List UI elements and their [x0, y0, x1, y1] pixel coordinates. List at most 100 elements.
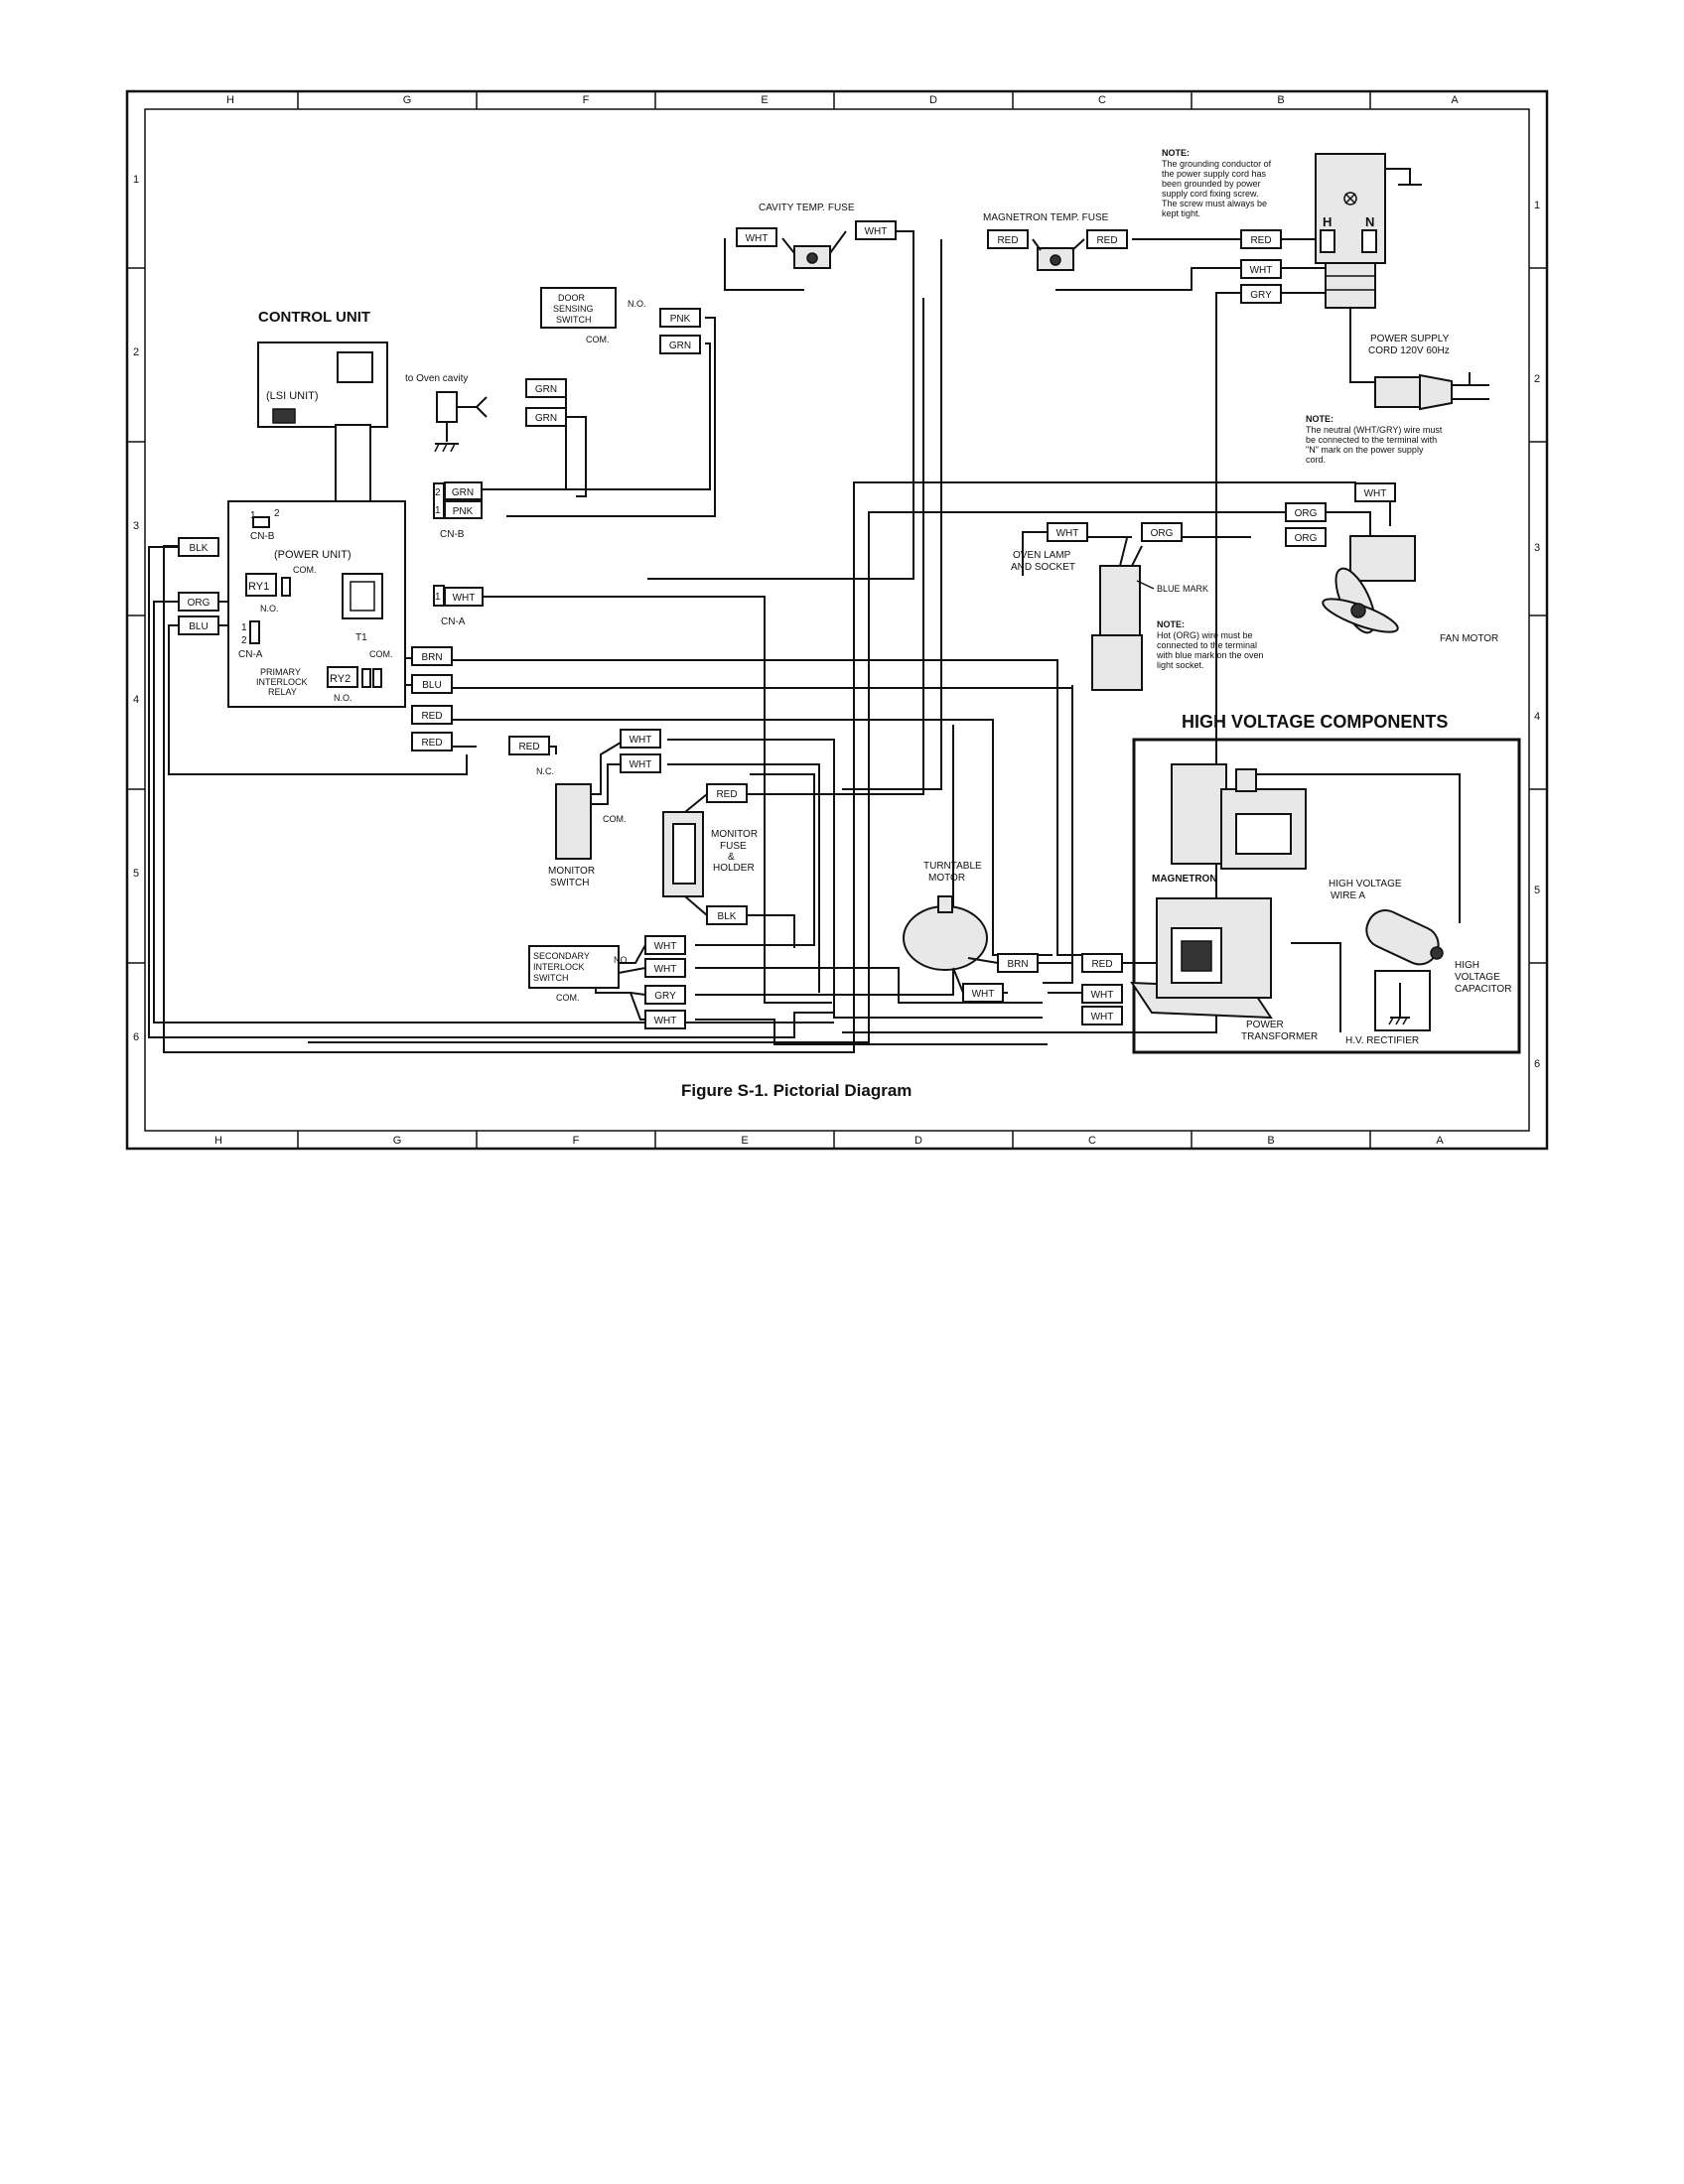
svg-text:BLK: BLK — [190, 543, 209, 554]
row-number: 6 — [133, 1031, 139, 1043]
svg-text:ORG: ORG — [1295, 508, 1318, 519]
monitor-switch-com-label: COM. — [603, 814, 627, 824]
wire-tag-org: ORG — [1141, 522, 1183, 542]
diagram-inner-frame — [144, 108, 1530, 1132]
t1-label: T1 — [355, 632, 367, 643]
power-cord-plug: POWER SUPPLY CORD 120V 60Hz — [1368, 334, 1489, 411]
wire-tag-red: RED — [706, 783, 748, 803]
wire-tag-grn: GRN — [444, 481, 483, 500]
oven-lamp-socket: OVEN LAMP AND SOCKET BLUE MARK — [1011, 537, 1208, 691]
monitor-fuse-label-4: HOLDER — [713, 863, 755, 874]
wire-tag-pnk: PNK — [444, 500, 483, 519]
svg-text:RED: RED — [997, 235, 1018, 246]
svg-text:RED: RED — [1250, 235, 1271, 246]
svg-text:RED: RED — [1096, 235, 1117, 246]
svg-text:RED: RED — [1091, 959, 1112, 970]
note-ground-line: kept tight. — [1162, 208, 1200, 218]
svg-text:WHT: WHT — [654, 1016, 677, 1026]
row-number: 1 — [1534, 200, 1540, 211]
wire-tag-org: ORG — [178, 592, 219, 612]
svg-text:RED: RED — [716, 789, 737, 800]
secondary-switch-label-1: SECONDARY — [533, 951, 590, 961]
cn-b-pin2: 2 — [274, 508, 280, 519]
ry1-com-label: COM. — [293, 565, 317, 575]
monitor-fuse-label-1: MONITOR — [711, 829, 758, 840]
monitor-fuse-holder: MONITOR FUSE & HOLDER — [662, 793, 758, 916]
hv-capacitor-label-2: VOLTAGE — [1455, 972, 1500, 983]
wire-tag-org: ORG — [1285, 527, 1327, 547]
primary-relay-label-1: PRIMARY — [260, 667, 301, 677]
row-number: 2 — [1534, 373, 1540, 385]
col-letter: G — [403, 94, 412, 106]
row-number: 3 — [133, 520, 139, 532]
row-number: 4 — [133, 694, 139, 706]
oven-cavity-ground: to Oven cavity — [405, 373, 488, 453]
fan-motor: FAN MOTOR — [1322, 535, 1498, 644]
monitor-fuse-label-3: & — [728, 852, 735, 863]
magnetron: MAGNETRON — [1152, 763, 1307, 885]
note-neutral-line: The neutral (WHT/GRY) wire must — [1306, 425, 1443, 435]
wire-tag-pnk: PNK — [659, 308, 701, 328]
col-letter: H — [226, 94, 234, 106]
wire-tag-gry: GRY — [644, 985, 686, 1005]
wire-tag-grn: GRN — [525, 407, 567, 427]
col-letter: C — [1098, 94, 1106, 106]
door-switch-no-label: N.O. — [628, 299, 646, 309]
note-ground-line: been grounded by power — [1162, 179, 1261, 189]
cavity-fuse-label: CAVITY TEMP. FUSE — [759, 203, 855, 213]
hv-capacitor-label-1: HIGH — [1455, 960, 1479, 971]
row-number: 4 — [1534, 711, 1540, 723]
note-neutral: NOTE: The neutral (WHT/GRY) wire must be… — [1306, 414, 1443, 465]
cn-b-pin1-num: 1 — [435, 505, 441, 516]
svg-text:WHT: WHT — [1091, 990, 1114, 1001]
svg-text:BRN: BRN — [1007, 959, 1028, 970]
svg-text:WHT: WHT — [972, 989, 995, 1000]
svg-text:GRY: GRY — [1250, 290, 1272, 301]
wire-tag-wht: WHT — [1081, 1006, 1123, 1025]
col-letter: H — [214, 1135, 222, 1147]
fan-motor-label: FAN MOTOR — [1440, 633, 1498, 644]
wire-tag-red: RED — [411, 732, 453, 751]
svg-text:WHT: WHT — [654, 941, 677, 952]
svg-text:WHT: WHT — [630, 759, 652, 770]
col-letter: B — [1267, 1135, 1274, 1147]
row-number: 6 — [1534, 1058, 1540, 1070]
lsi-unit: (LSI UNIT) — [257, 341, 388, 428]
cn-a-board-pin1: 1 — [241, 622, 247, 633]
wire-tags: WHT WHT RED RED RED WHT GRY PNK GRN GRN … — [178, 220, 1396, 1029]
cn-b-label: CN-B — [440, 529, 465, 540]
magnetron-temp-fuse: MAGNETRON TEMP. FUSE — [983, 212, 1109, 271]
high-voltage-section: HIGH VOLTAGE COMPONENTS MAGNETRON HIGH V… — [1130, 712, 1521, 1054]
note-hot-line: connected to the terminal — [1157, 640, 1257, 650]
svg-text:WHT: WHT — [865, 226, 888, 237]
wire-tag-brn: BRN — [411, 646, 453, 666]
door-switch-label-1: DOOR — [558, 293, 586, 303]
svg-text:RED: RED — [421, 738, 442, 749]
hv-wire-label-1: HIGH VOLTAGE — [1329, 879, 1402, 889]
wiring — [148, 230, 1461, 1053]
wire-tag-gry: GRY — [1240, 284, 1282, 304]
ry1-label: RY1 — [248, 581, 269, 593]
svg-text:WHT: WHT — [1091, 1012, 1114, 1023]
col-letter: E — [761, 94, 768, 106]
note-neutral-line: "N" mark on the power supply — [1306, 445, 1424, 455]
col-letter: C — [1088, 1135, 1096, 1147]
door-switch-label-2: SENSING — [553, 304, 594, 314]
col-letter: D — [914, 1135, 922, 1147]
figure-caption: Figure S-1. Pictorial Diagram — [681, 1081, 912, 1100]
frame-column-letters: H G F E D C B A H G F E D C B A — [214, 94, 1459, 1147]
wire-tag-wht: WHT — [1047, 522, 1088, 542]
oven-lamp-label-2: AND SOCKET — [1011, 562, 1075, 573]
power-supply-terminal: H N — [1315, 153, 1422, 383]
col-letter: F — [573, 1135, 580, 1147]
wire-tag-wht: WHT — [1240, 259, 1282, 279]
wire-tag-brn: BRN — [997, 953, 1039, 973]
door-switch-com-label: COM. — [586, 335, 610, 344]
power-cord-label-2: CORD 120V 60Hz — [1368, 345, 1450, 356]
cn-a-board-pin2: 2 — [241, 635, 247, 646]
secondary-interlock-switch: SECONDARY INTERLOCK SWITCH NO COM. — [528, 944, 646, 1021]
wire-tag-red: RED — [1240, 229, 1282, 249]
svg-text:PNK: PNK — [670, 314, 691, 325]
wire-tag-wht: WHT — [644, 1010, 686, 1029]
